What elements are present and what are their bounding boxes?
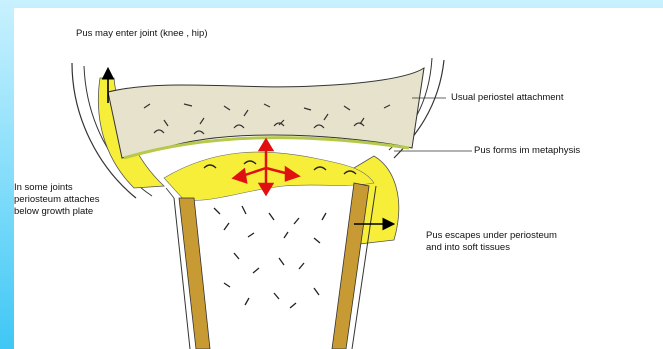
label-periosteal-attachment: Usual periostel attachment xyxy=(451,92,563,103)
bone-diagram xyxy=(14,8,663,349)
leader-joints xyxy=(166,188,174,198)
label-escape-line1: Pus escapes under periosteum xyxy=(426,230,557,241)
label-joints-line2: periosteum attaches xyxy=(14,194,100,205)
cortex-left xyxy=(179,198,210,349)
slide-canvas: Pus may enter joint (knee , hip) Usual p… xyxy=(14,8,663,349)
cortex-right xyxy=(332,183,369,349)
label-joints-line1: In some joints xyxy=(14,182,73,193)
label-joint-entry: Pus may enter joint (knee , hip) xyxy=(76,28,207,39)
label-metaphysis: Pus forms im metaphysis xyxy=(474,145,580,156)
label-escape-line2: and into soft tissues xyxy=(426,242,510,253)
label-joints-line3: below growth plate xyxy=(14,206,93,217)
pus-metaphysis xyxy=(164,152,374,200)
